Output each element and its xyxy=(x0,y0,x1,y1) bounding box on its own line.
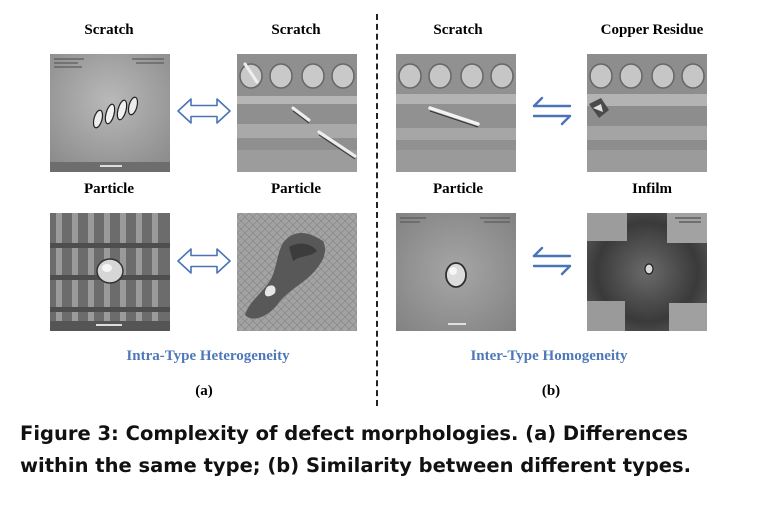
panel-a-tag: (a) xyxy=(195,383,213,399)
sem-image-scratch-b1 xyxy=(396,54,516,172)
label-a-bottom-left: Particle xyxy=(84,181,134,197)
sem-image-infilm xyxy=(587,213,707,331)
panel-divider xyxy=(376,14,378,406)
label-a-top-right: Scratch xyxy=(271,22,321,38)
label-a-bottom-right: Particle xyxy=(271,181,321,197)
sem-image-particle-a2 xyxy=(237,213,357,331)
panel-a-subtitle: Intra-Type Heterogeneity xyxy=(126,348,290,364)
swap-arrows-icon xyxy=(530,246,574,281)
figure-caption-line-1: Figure 3: Complexity of defect morpholog… xyxy=(20,422,688,445)
sem-image-particle-b1 xyxy=(396,213,516,331)
label-b-bottom-right: Infilm xyxy=(631,181,672,197)
label-b-top-left: Scratch xyxy=(433,22,483,38)
label-b-top-right: Copper Residue xyxy=(600,22,704,38)
figure-caption: Figure 3: Complexity of defect morpholog… xyxy=(20,418,750,482)
double-arrow-icon xyxy=(176,246,232,281)
sem-image-scratch-a1 xyxy=(50,54,170,172)
figure-caption-line-2: within the same type; (b) Similarity bet… xyxy=(20,454,692,477)
swap-arrows-icon xyxy=(530,96,574,131)
panel-b-tag: (b) xyxy=(541,383,561,399)
double-arrow-icon xyxy=(176,96,232,131)
sem-image-particle-a1 xyxy=(50,213,170,331)
label-a-top-left: Scratch xyxy=(84,22,134,38)
sem-image-scratch-a2 xyxy=(237,54,357,172)
label-b-bottom-left: Particle xyxy=(433,181,483,197)
sem-image-copper-residue xyxy=(587,54,707,172)
panel-b-subtitle: Inter-Type Homogeneity xyxy=(470,348,628,364)
